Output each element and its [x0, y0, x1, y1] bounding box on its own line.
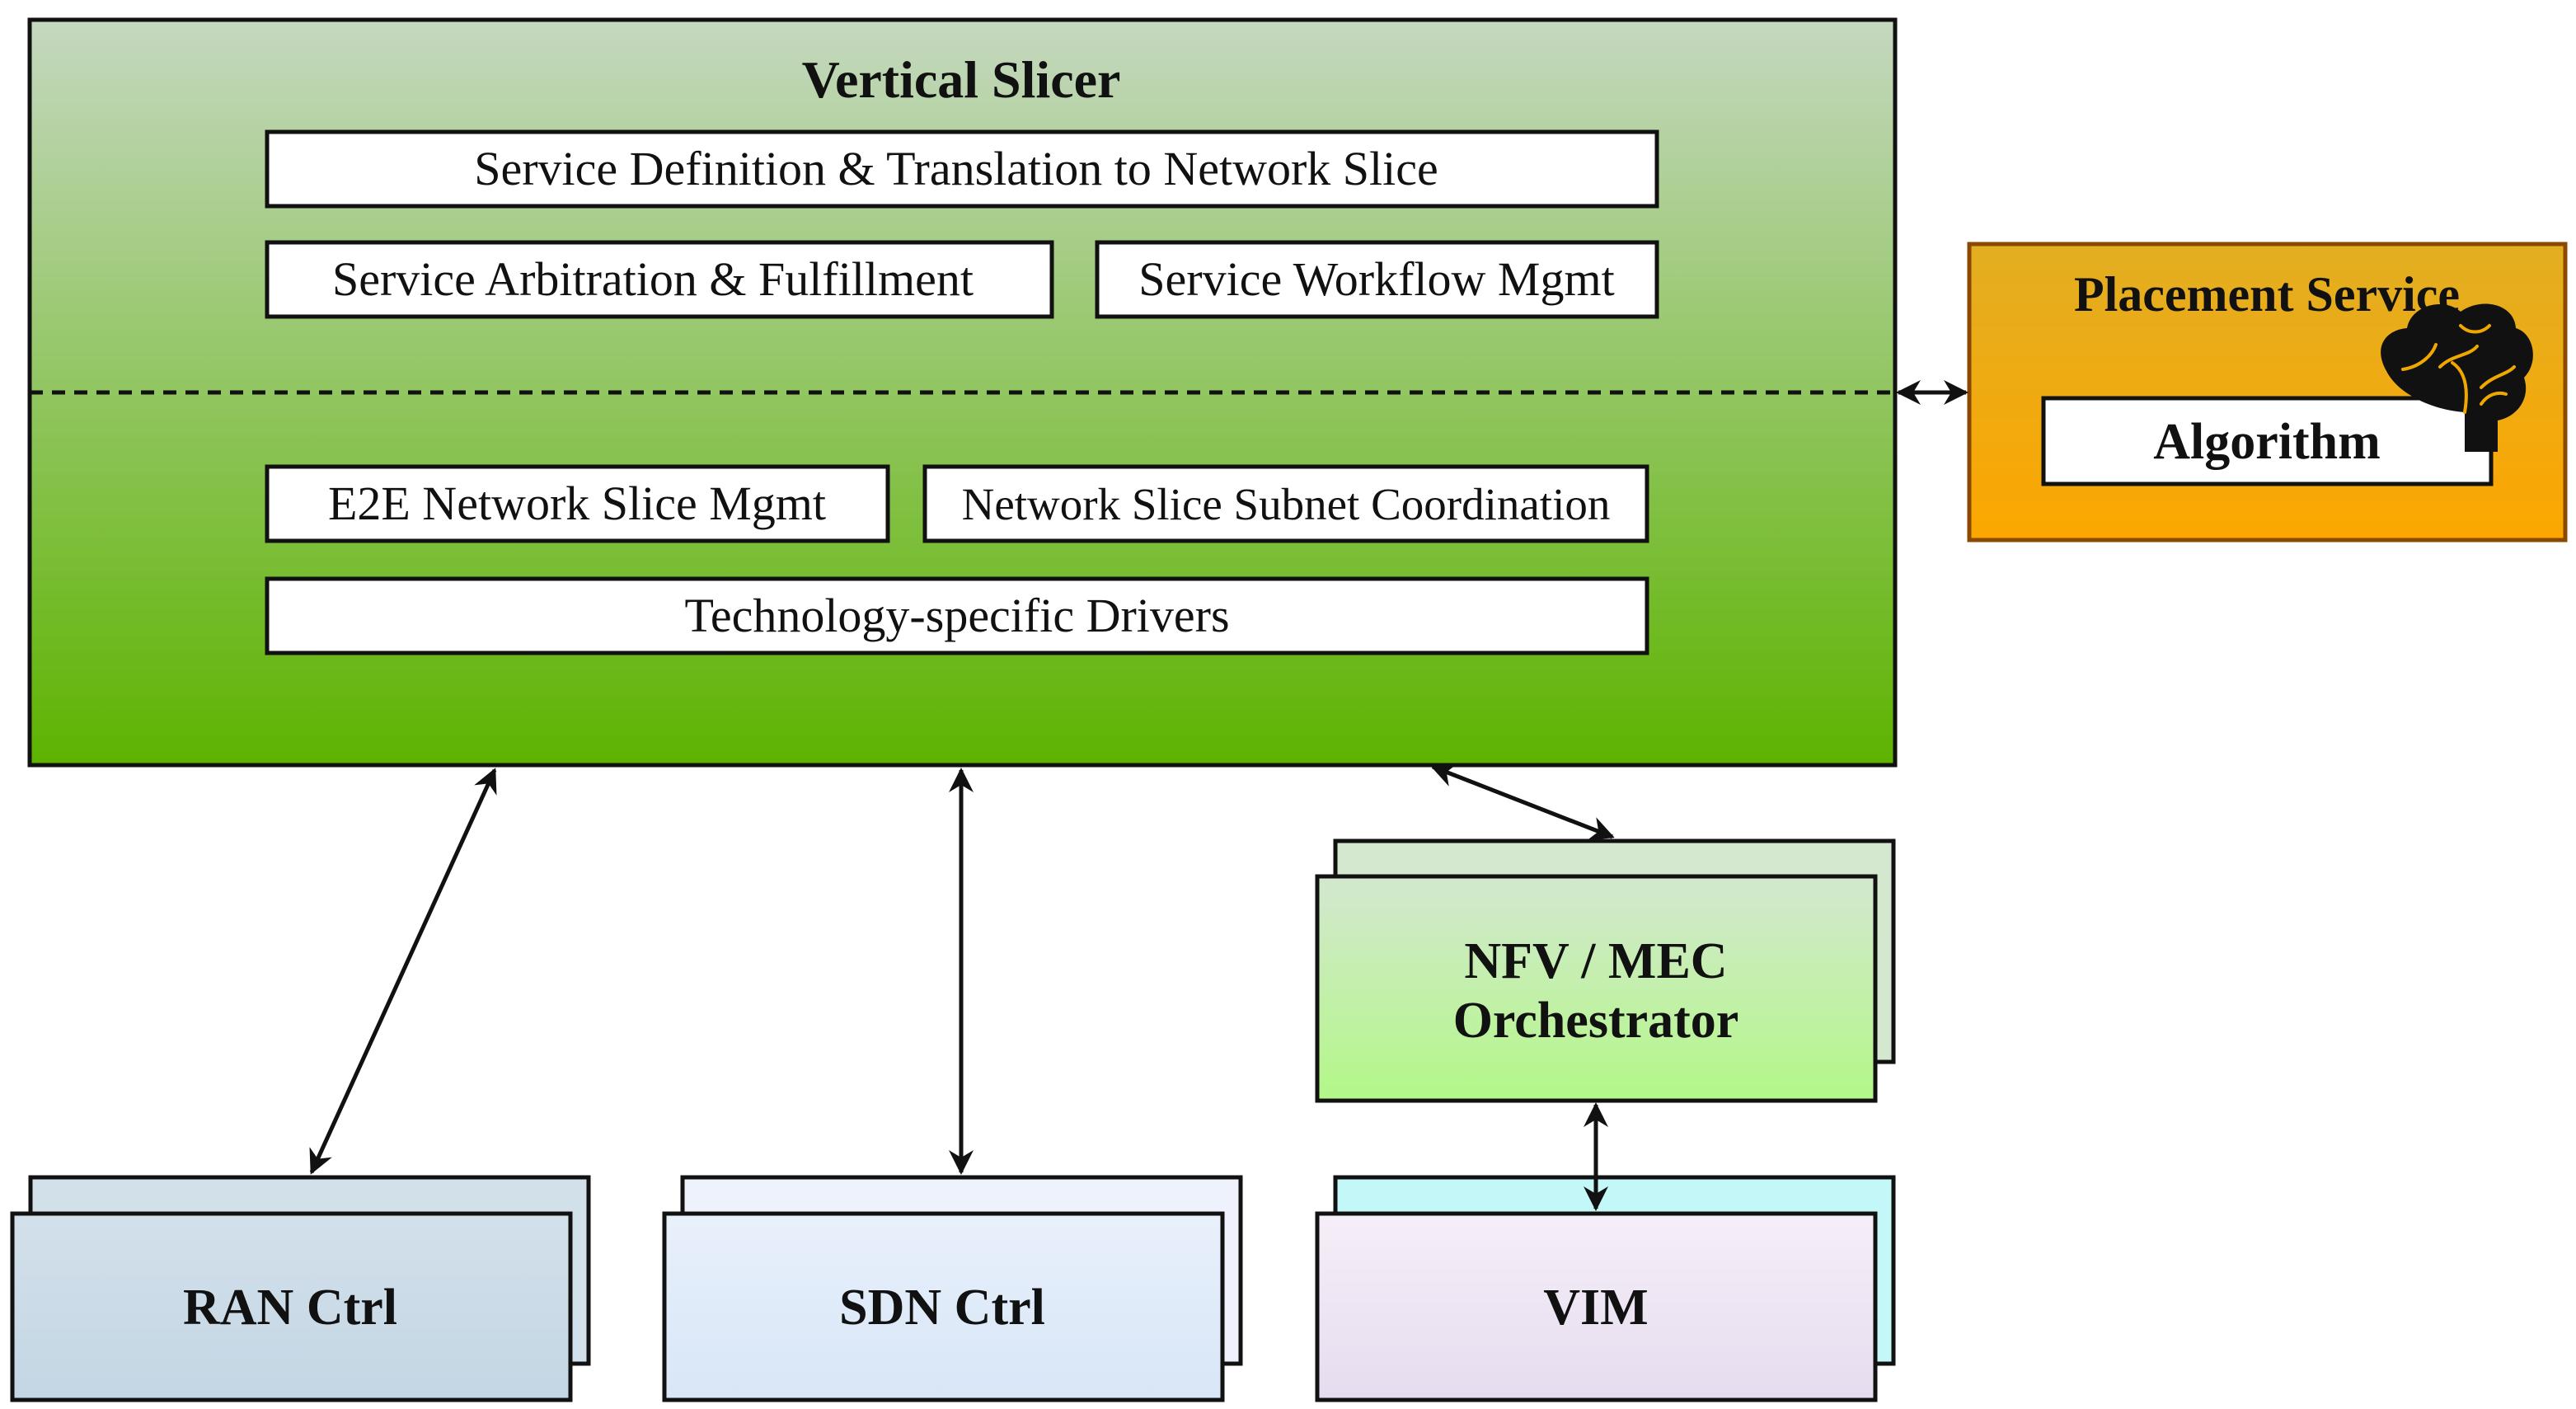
service-workflow-label: Service Workflow Mgmt [1138, 252, 1614, 306]
brain-icon [2381, 303, 2533, 452]
service-arbitration-module: Service Arbitration & Fulfillment [265, 240, 1054, 319]
vim: VIM [1315, 1175, 1896, 1402]
algorithm-label: Algorithm [2153, 414, 2381, 470]
orchestrator-box [1315, 874, 1878, 1103]
orchestrator-label-line1: NFV / MEC [1464, 933, 1727, 989]
algorithm-module: Algorithm [2041, 396, 2494, 486]
vim-box [1315, 1211, 1878, 1402]
slicer-ran-connector [309, 768, 497, 1175]
drivers-module: Technology-specific Drivers [265, 576, 1649, 655]
service-workflow-module: Service Workflow Mgmt [1095, 240, 1659, 319]
service-arbitration-label: Service Arbitration & Fulfillment [332, 252, 974, 306]
service-definition-label: Service Definition & Translation to Netw… [474, 142, 1438, 195]
orchestrator-label-line2: Orchestrator [1453, 993, 1739, 1049]
subnet-coordination-label: Network Slice Subnet Coordination [962, 479, 1611, 529]
placement-service-title: Placement Service [2074, 267, 2460, 322]
vertical-slicer-title: Vertical Slicer [802, 50, 1121, 109]
vertical-slicer: Vertical Slicer Service Definition & Tra… [27, 17, 1898, 768]
placement-service: Placement Service Algorithm [1967, 242, 2568, 542]
e2e-slice-mgmt-module: E2E Network Slice Mgmt [265, 464, 890, 543]
orchestrator: NFV / MEC Orchestrator [1315, 838, 1896, 1103]
sdn-ctrl-label: SDN Ctrl [839, 1280, 1045, 1336]
subnet-coordination-module: Network Slice Subnet Coordination [922, 464, 1649, 543]
sdn-ctrl: SDN Ctrl [662, 1175, 1243, 1402]
vim-label: VIM [1543, 1280, 1648, 1336]
e2e-slice-mgmt-label: E2E Network Slice Mgmt [328, 477, 826, 530]
ran-ctrl-box [10, 1211, 573, 1402]
ran-ctrl: RAN Ctrl [10, 1175, 591, 1402]
drivers-label: Technology-specific Drivers [684, 589, 1229, 642]
ran-ctrl-label: RAN Ctrl [183, 1280, 397, 1336]
sdn-ctrl-box [662, 1211, 1225, 1402]
service-definition-module: Service Definition & Translation to Netw… [265, 129, 1659, 209]
slicer-orchestrator-connector [1430, 763, 1615, 841]
connectors [309, 380, 1968, 1211]
